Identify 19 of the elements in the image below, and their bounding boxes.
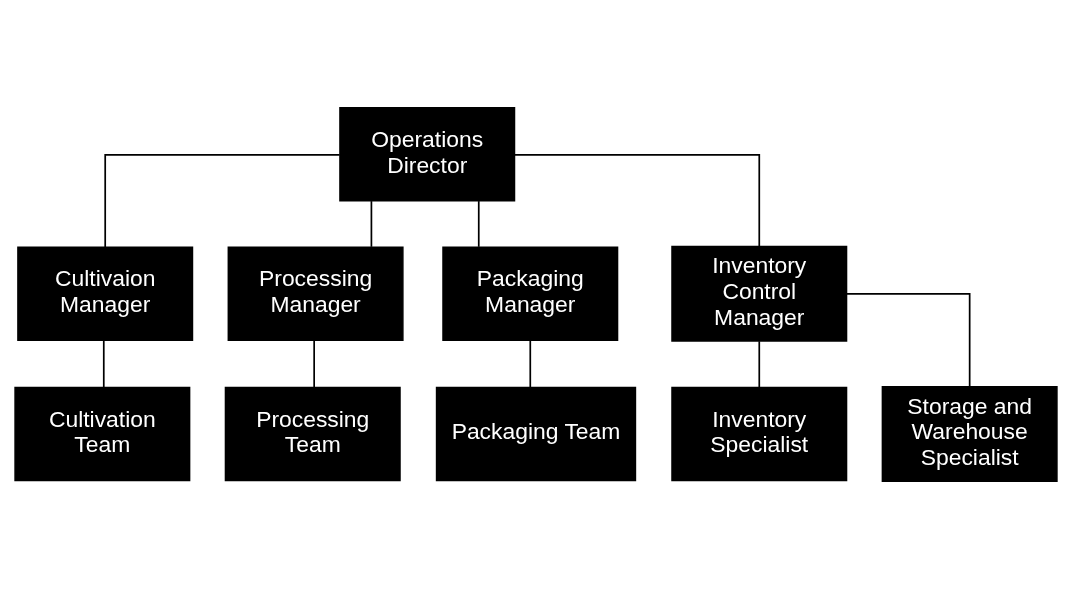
connector bbox=[514, 154, 761, 248]
connector bbox=[370, 200, 373, 248]
node-box: Processing Manager bbox=[227, 246, 404, 341]
connector bbox=[102, 339, 105, 388]
connector bbox=[477, 200, 480, 248]
node-box: Storage and Warehouse Specialist bbox=[881, 386, 1058, 482]
node-box: Packaging Team bbox=[435, 386, 637, 482]
connector bbox=[529, 339, 532, 388]
node-box: Inventory Specialist bbox=[671, 386, 848, 482]
node-box: Packaging Manager bbox=[442, 246, 619, 341]
connector bbox=[104, 154, 341, 249]
node-box: Inventory Control Manager bbox=[671, 245, 848, 342]
node-box: Processing Team bbox=[224, 386, 401, 482]
connector bbox=[313, 339, 316, 388]
node-box: Cultivation Team bbox=[14, 386, 191, 482]
node-box: Cultivaion Manager bbox=[17, 246, 194, 341]
node-box: Operations Director bbox=[339, 107, 516, 202]
connector bbox=[758, 340, 761, 388]
connector bbox=[845, 292, 971, 388]
